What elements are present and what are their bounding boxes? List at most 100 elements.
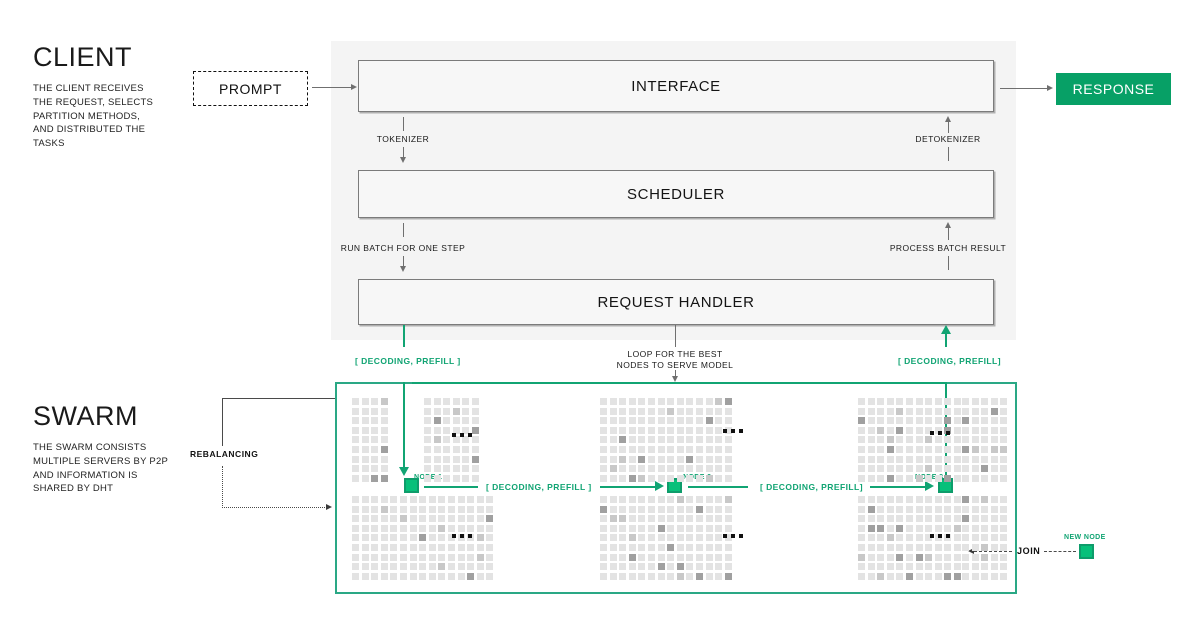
grid-cell (400, 553, 407, 561)
grid-cell (925, 455, 933, 463)
grid-cell (906, 436, 913, 444)
grid-cell (981, 455, 989, 463)
detokenizer-arrowhead (945, 116, 951, 122)
grid-cell (676, 563, 684, 571)
response-box[interactable]: RESPONSE (1056, 73, 1171, 105)
grid-cell (715, 515, 723, 523)
grid-cell (934, 496, 942, 503)
grid-cell (896, 505, 904, 513)
grid-cell (1000, 446, 1008, 453)
grid-cell (462, 436, 470, 444)
stage-interface[interactable]: INTERFACE (358, 60, 994, 112)
grid-cell (609, 553, 617, 561)
grid-cell (476, 505, 484, 513)
grid-cell (981, 544, 989, 551)
grid-cell (667, 572, 675, 580)
grid-cell (858, 534, 865, 542)
grid-cell (886, 553, 894, 561)
grid-cell (981, 436, 989, 444)
grid-cell (638, 474, 646, 482)
grid-cell (352, 534, 359, 542)
interface-to-response-arrowhead (1047, 85, 1053, 91)
grid-cell (915, 446, 923, 453)
grid-cell (858, 426, 865, 434)
interface-to-response-line (1000, 88, 1048, 89)
grid-cell (380, 515, 388, 523)
grid-cell (628, 553, 636, 561)
grid-cell (600, 426, 607, 434)
grid-cell (628, 505, 636, 513)
grid-cell (648, 496, 655, 503)
grid-cell (715, 572, 723, 580)
grid-cell (971, 563, 979, 571)
grid-cell (419, 553, 427, 561)
grid-cell (896, 515, 904, 523)
grid-cell (915, 465, 923, 473)
grid-cell (486, 524, 494, 532)
grid-cell (638, 455, 646, 463)
grid-cell (877, 465, 885, 473)
grid-cell (648, 455, 655, 463)
grid-cell (715, 426, 723, 434)
grid-cell (361, 515, 369, 523)
grid-cell (944, 398, 952, 405)
grid-cell (886, 417, 894, 425)
grid-cell (896, 436, 904, 444)
grid-cell (925, 465, 933, 473)
grid-cell (954, 426, 961, 434)
grid-cell (944, 465, 952, 473)
grid-cell (944, 436, 952, 444)
new-node-marker[interactable] (1079, 544, 1094, 559)
grid-cell (676, 544, 684, 551)
stage-request-handler[interactable]: REQUEST HANDLER (358, 279, 994, 325)
grid-cell (981, 474, 989, 482)
grid-cell (896, 572, 904, 580)
grid-cell (476, 496, 484, 503)
grid-cell (619, 524, 627, 532)
grid-cell (472, 398, 479, 405)
grid-cell (696, 426, 703, 434)
grid-cell (906, 407, 913, 415)
grid-cell (867, 534, 875, 542)
grid-cell (925, 474, 933, 482)
grid-cell (433, 417, 441, 425)
grid-cell (858, 417, 865, 425)
node-1-marker[interactable] (404, 478, 419, 493)
grid-cell (361, 474, 369, 482)
grid-cell (954, 465, 961, 473)
grid-cell (877, 534, 885, 542)
stage-scheduler[interactable]: SCHEDULER (358, 170, 994, 218)
grid-cell (400, 505, 407, 513)
grid-cell (380, 553, 388, 561)
grid-cell (600, 572, 607, 580)
grid-cell (638, 563, 646, 571)
grid-cell (1000, 465, 1008, 473)
grid-cell (886, 563, 894, 571)
grid-cell (886, 544, 894, 551)
grid-cell (648, 474, 655, 482)
grid-cell (896, 563, 904, 571)
grid-cell (962, 534, 969, 542)
grid-cell (409, 496, 417, 503)
grid-cell (638, 398, 646, 405)
grid-cell (1000, 515, 1008, 523)
grid-cell (906, 474, 913, 482)
grid-cell (944, 407, 952, 415)
grid-cell (467, 505, 475, 513)
grid-cell (380, 524, 388, 532)
grid-cell (400, 563, 407, 571)
grid-cell (925, 496, 933, 503)
grid-cell (981, 446, 989, 453)
grid-cell (990, 407, 998, 415)
grid-cell (667, 505, 675, 513)
grid-cell (438, 553, 446, 561)
grid-cell (380, 505, 388, 513)
grid-cell (1000, 563, 1008, 571)
grid-cell (705, 534, 713, 542)
grid-cell (686, 544, 694, 551)
grid-cell (990, 398, 998, 405)
grid-cell (352, 398, 359, 405)
grid-cell (628, 417, 636, 425)
prompt-box[interactable]: PROMPT (193, 71, 308, 106)
grid-cell (962, 505, 969, 513)
